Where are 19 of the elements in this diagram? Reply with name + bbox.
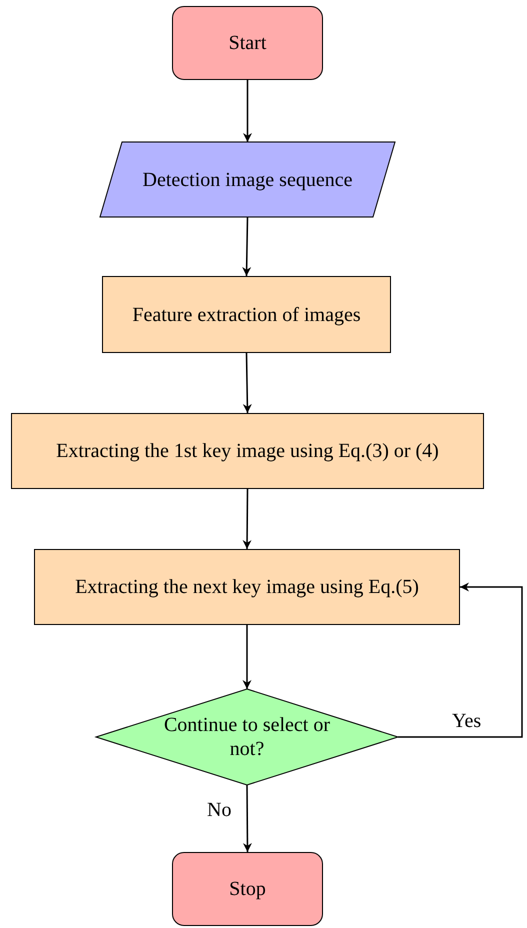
arrow — [242, 352, 252, 414]
node-label: Extracting the 1st key image using Eq.(3) or (4) — [56, 439, 439, 463]
arrow — [242, 785, 252, 852]
process-box — [34, 549, 460, 625]
arrow — [242, 625, 252, 689]
start-terminal — [172, 6, 323, 80]
process-box — [102, 276, 391, 353]
node-label: Stop — [229, 877, 266, 901]
node-label: Feature extraction of images — [132, 302, 361, 326]
stop-terminal — [172, 852, 323, 926]
node-label: Extracting the next key image using Eq.(5) — [75, 575, 419, 599]
arrow — [242, 489, 252, 549]
node-label: Start — [228, 31, 266, 55]
arrow — [398, 582, 523, 738]
arrow — [243, 80, 252, 142]
node-label: Detection image sequence — [142, 168, 352, 192]
process-box — [11, 413, 484, 489]
arrow — [242, 216, 252, 276]
node-label: Continue to select or not? — [162, 713, 332, 761]
